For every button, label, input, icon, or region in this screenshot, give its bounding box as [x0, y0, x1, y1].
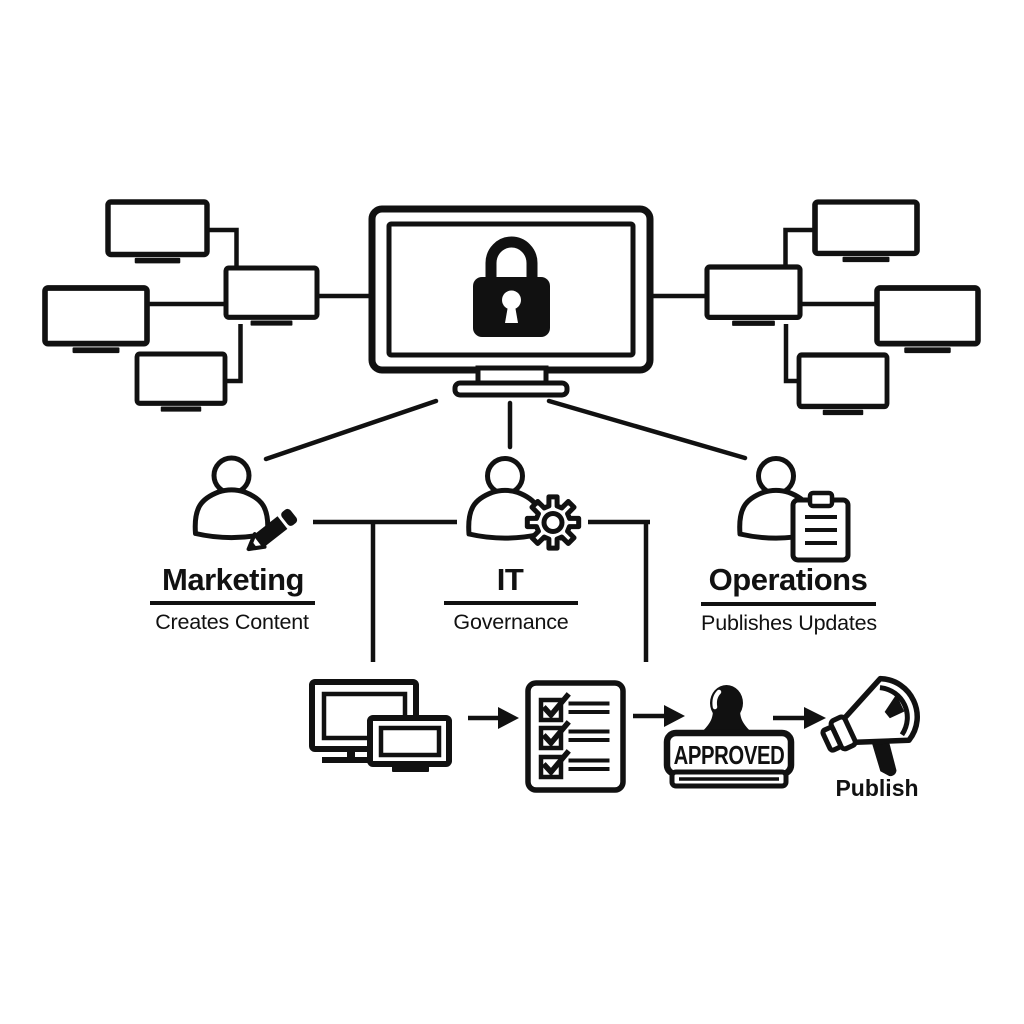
- monitor-base: [452, 380, 570, 398]
- marketing-subtitle: Creates Content: [155, 610, 309, 634]
- gear-icon: [524, 494, 582, 551]
- marketing-person-icon: [195, 458, 298, 552]
- operations-underline: [701, 602, 876, 606]
- operations-person-icon: [740, 459, 851, 563]
- marketing-underline: [150, 601, 315, 605]
- it-person-icon: [469, 459, 582, 551]
- central-secure-monitor: [368, 205, 654, 398]
- operations-subtitle: Publishes Updates: [701, 611, 877, 635]
- clipboard-icon: [790, 490, 851, 563]
- marketing-title: Marketing: [162, 562, 304, 597]
- right-network-cluster: [650, 202, 978, 415]
- publish-label: Publish: [835, 775, 919, 801]
- flow-arrow-icon: [773, 707, 826, 729]
- checklist-icon: [525, 680, 626, 793]
- network-monitor-icon: [108, 202, 207, 263]
- it-underline: [444, 601, 578, 605]
- network-monitor-icon: [877, 288, 978, 353]
- role-connector-lines: [313, 519, 650, 662]
- cluster-connector-lines: [650, 227, 877, 384]
- approved-stamp-label: APPROVED: [673, 740, 785, 770]
- network-monitor-icon: [137, 354, 225, 412]
- hub-to-role-lines: [263, 398, 748, 462]
- network-monitor-icon: [45, 288, 147, 353]
- network-monitor-icon: [707, 267, 800, 326]
- lock-icon: [473, 236, 550, 337]
- cluster-connector-lines: [147, 227, 372, 384]
- network-monitor-icon: [799, 355, 887, 415]
- it-title: IT: [496, 562, 524, 597]
- flow-arrow-icon: [468, 707, 519, 729]
- it-subtitle: Governance: [453, 610, 569, 634]
- approved-stamp-icon: [663, 685, 795, 789]
- devices-icon: [309, 679, 452, 772]
- operations-title: Operations: [708, 562, 868, 597]
- pencil-icon: [246, 508, 298, 552]
- flow-arrow-icon: [633, 705, 685, 727]
- network-monitor-icon: [815, 202, 917, 262]
- network-monitor-icon: [226, 268, 317, 326]
- left-network-cluster: [45, 202, 372, 412]
- megaphone-icon: [820, 675, 920, 777]
